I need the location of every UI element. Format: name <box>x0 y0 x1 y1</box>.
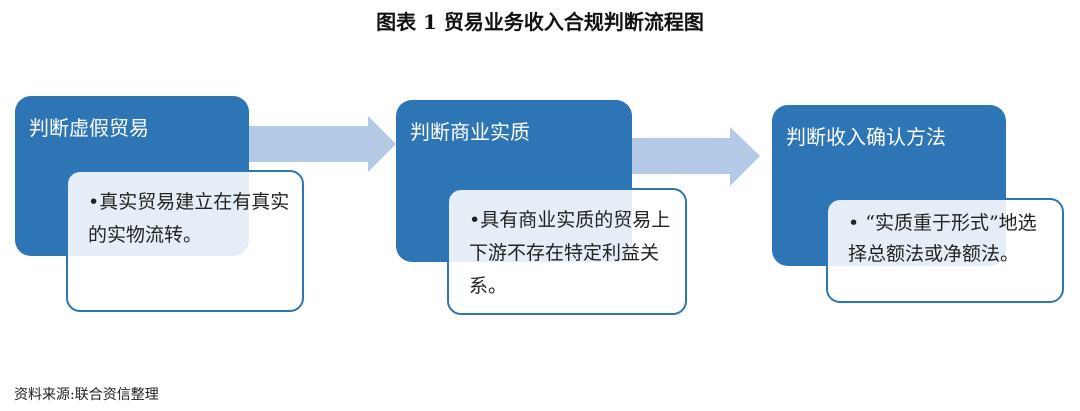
step-1-heading: 判断虚假贸易 <box>29 116 149 140</box>
source-note: 资料来源:联合资信整理 <box>14 387 159 403</box>
step-1-detail: •真实贸易建立在有真实的实物流转。 <box>66 170 304 312</box>
arrow-1-icon <box>248 116 396 172</box>
step-2-heading: 判断商业实质 <box>410 120 530 144</box>
step-3-detail: • “实质重于形式”地选择总额法或净额法。 <box>826 198 1064 303</box>
step-3-heading: 判断收入确认方法 <box>786 125 946 149</box>
step-2-detail: •具有商业实质的贸易上下游不存在特定利益关系。 <box>447 188 687 315</box>
diagram-title: 图表 1 贸易业务收入合规判断流程图 <box>376 10 704 34</box>
arrow-2-icon <box>630 127 760 186</box>
